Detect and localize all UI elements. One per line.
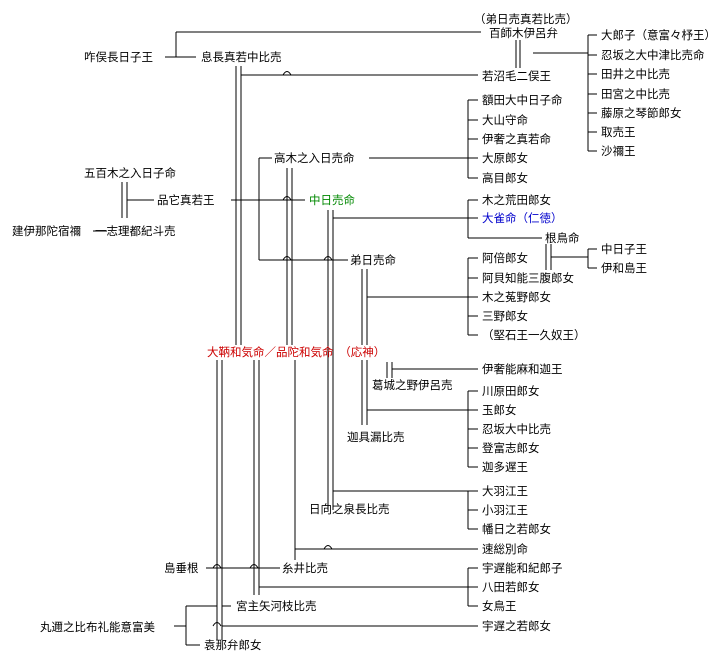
label-komuku: 高目郎女 — [482, 171, 528, 185]
label-ujinowaki: 宇遅能和紀郎子 — [482, 561, 563, 575]
label-kinoarata: 木之荒田郎女 — [482, 193, 551, 207]
label-momoshiki: 百師木伊呂弁 — [489, 26, 558, 40]
label-shimatari: 島垂根 — [164, 561, 199, 575]
label-otohime: 弟日売命 — [350, 253, 396, 267]
label-osazaki: 大雀命（仁徳） — [482, 211, 563, 225]
label-okiyo: 咋俣長日子王 — [84, 50, 153, 64]
label-isanomawaka: 伊奢之真若命 — [482, 132, 551, 146]
label-tofushi: 登富志郎女 — [482, 441, 540, 455]
label-itoi: 糸井比売 — [282, 561, 328, 575]
label-ahaishi: 阿貝知能三腹郎女 — [482, 271, 574, 285]
label-torime: 取売王 — [601, 125, 636, 139]
person-labels: （弟日売真若比売） 百師木伊呂弁 咋俣長日子王 息長真若中比売 若沼毛二俣王 大… — [12, 12, 716, 652]
label-onabe: 袁那弁郎女 — [204, 638, 262, 652]
label-kawarada: 川原田郎女 — [482, 384, 540, 398]
label-kazuraki: 葛城之野伊呂売 — [372, 378, 453, 392]
label-nukata: 額田大中日子命 — [482, 93, 563, 107]
label-wani: 丸邇之比布礼能意富美 — [40, 620, 155, 634]
label-hatabi: 幡日之若郎女 — [482, 522, 551, 536]
label-homuda: 品它真若王 — [157, 193, 215, 207]
label-sanemi: 沙禰王 — [601, 144, 636, 158]
label-yata: 八田若郎女 — [482, 580, 540, 594]
label-hyuga: 日向之泉長比売 — [309, 502, 390, 516]
label-iwanohime: 建伊那陀宿禰 — [12, 224, 81, 238]
label-ujinowakiiratsume: 宇遅之若郎女 — [482, 619, 551, 633]
label-miyanushi: 宮主矢河枝比売 — [236, 599, 317, 613]
label-ohohae: 大羽江王 — [482, 484, 528, 498]
label-ohoiratsuko: 大郎子（意富々杼王） — [601, 28, 716, 42]
label-kagumiri: 迦具漏比売 — [347, 430, 405, 444]
label-kohae: 小羽江王 — [482, 503, 528, 517]
label-hayabusa: 速総別命 — [482, 542, 528, 556]
label-tainonaka: 田井之中比売 — [601, 67, 670, 81]
label-takagi: 高木之入日売命 — [274, 151, 355, 165]
label-ohoyama: 大山守命 — [482, 113, 528, 127]
label-nakatsumiko: 中日子王 — [601, 242, 647, 256]
label-ojin: 大鞆和気命／品陀和気命 （応神） — [207, 345, 385, 359]
label-nakatsuhime: 中日売命 — [309, 193, 355, 207]
label-ototachi-title: （弟日売真若比売） — [474, 12, 578, 26]
label-abe: 阿倍郎女 — [482, 251, 528, 265]
label-mino: 三野郎女 — [482, 309, 528, 323]
label-shirikina: 一志理都紀斗売 — [95, 224, 176, 238]
label-tamaira: 玉郎女 — [482, 403, 517, 417]
label-netori: 根鳥命 — [545, 231, 580, 245]
label-oshisakanaka: 忍坂大中比売 — [482, 422, 551, 436]
label-fujiwara: 藤原之琴節郎女 — [601, 106, 682, 120]
label-katashi: （堅石王一久奴王） — [482, 328, 586, 342]
label-katachi: 迦多遅王 — [482, 460, 528, 474]
line-crossing-hops — [212, 71, 333, 627]
label-okinaga: 息長真若中比売 — [201, 50, 282, 64]
label-isanomawake: 伊奢能麻和迦王 — [482, 362, 563, 376]
label-ioki: 五百木之入日子命 — [84, 166, 176, 180]
label-medori: 女鳥王 — [482, 599, 517, 613]
label-ohara: 大原郎女 — [482, 151, 528, 165]
label-wakanuke: 若沼毛二俣王 — [482, 69, 551, 83]
label-tanomiya: 田宮之中比売 — [601, 87, 670, 101]
label-kinoaraya: 木之菟野郎女 — [482, 290, 551, 304]
label-oshisaka: 忍坂之大中津比売命 — [601, 48, 705, 62]
label-iwashima: 伊和島王 — [601, 261, 647, 275]
